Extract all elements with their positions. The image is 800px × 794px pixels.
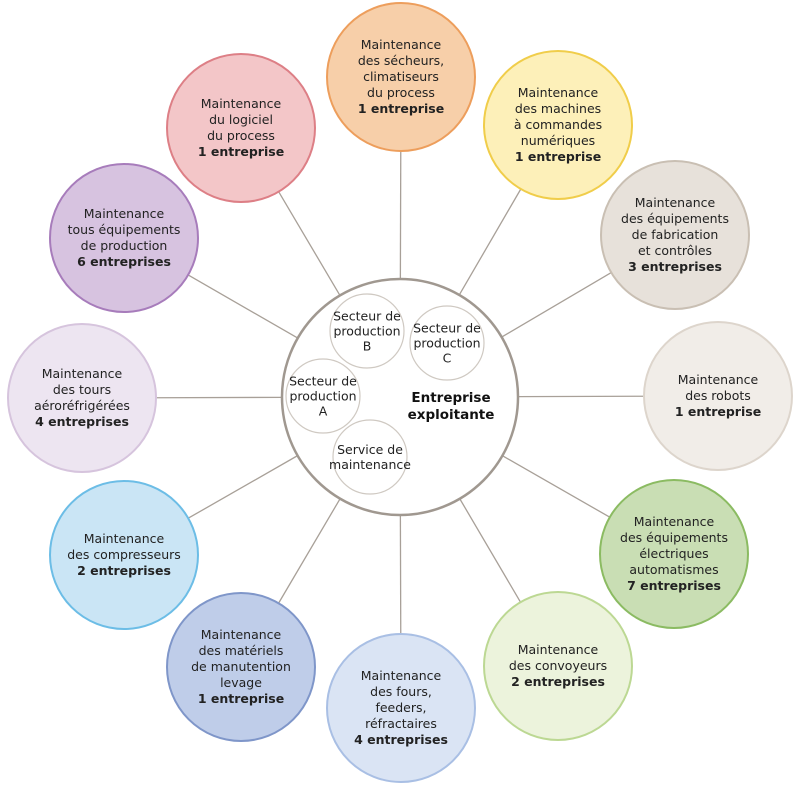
node-text: Maintenance des matériels de manutention… (191, 627, 291, 690)
sub-label-service-maintenance: Service de maintenance (329, 442, 411, 472)
node-circle-convoyeurs (483, 591, 633, 741)
node-label-equipements-electriques: Maintenance des équipements électriques … (607, 514, 741, 594)
node-label-manutention: Maintenance des matériels de manutention… (174, 627, 308, 707)
spoke-convoyeurs (459, 498, 522, 603)
sub-circle-service-maintenance (332, 419, 408, 495)
spoke-equipements-fabrication (501, 271, 612, 338)
node-text: Maintenance des tours aéroréfrigérées (34, 366, 130, 413)
node-label-tous-equipements: Maintenance tous équipements de producti… (57, 206, 191, 270)
node-label-fours: Maintenance des fours, feeders, réfracta… (334, 668, 468, 748)
node-circle-manutention (166, 592, 316, 742)
node-circle-equipements-fabrication (600, 160, 750, 310)
node-count: 3 entreprises (628, 259, 722, 274)
sub-circle-secteur-c (409, 305, 485, 381)
node-circle-machines-cn (483, 50, 633, 200)
node-text: Maintenance des sécheurs, climatiseurs d… (357, 37, 445, 100)
node-count: 6 entreprises (77, 254, 171, 269)
node-circle-tours (7, 323, 157, 473)
node-circle-tous-equipements (49, 163, 199, 313)
node-count: 4 entreprises (354, 732, 448, 747)
node-text: Maintenance des compresseurs (67, 531, 181, 562)
node-text: Maintenance des fours, feeders, réfracta… (360, 668, 442, 731)
spoke-logiciel (278, 191, 341, 296)
node-circle-compresseurs (49, 480, 199, 630)
spoke-compresseurs (187, 455, 298, 519)
node-label-machines-cn: Maintenance des machines à commandes num… (491, 85, 625, 165)
node-label-secheurs: Maintenance des sécheurs, climatiseurs d… (334, 37, 468, 117)
sub-label-secteur-a: Secteur de production A (289, 373, 357, 419)
spoke-tous-equipements (187, 274, 299, 339)
node-circle-logiciel (166, 53, 316, 203)
node-text: Maintenance des convoyeurs (508, 642, 608, 673)
node-text: Maintenance des équipements électriques … (620, 514, 728, 577)
center-label: Entreprise exploitante (407, 390, 495, 423)
node-circle-fours (326, 633, 476, 783)
node-count: 7 entreprises (627, 578, 721, 593)
node-text: Maintenance des robots (677, 372, 759, 403)
node-count: 2 entreprises (511, 674, 605, 689)
sub-label-secteur-b: Secteur de production B (333, 308, 401, 354)
node-count: 1 entreprise (357, 101, 445, 116)
spoke-machines-cn (458, 188, 522, 296)
node-text: Maintenance des machines à commandes num… (513, 85, 603, 148)
sub-label-secteur-c: Secteur de production C (413, 320, 481, 366)
node-count: 4 entreprises (35, 414, 129, 429)
node-circle-equipements-electriques (599, 479, 749, 629)
node-circle-secheurs (326, 2, 476, 152)
node-count: 1 entreprise (514, 149, 602, 164)
node-circle-robots (643, 321, 793, 471)
node-count: 1 entreprise (197, 144, 285, 159)
node-text: Maintenance des équipements de fabricati… (621, 195, 729, 258)
node-count: 1 entreprise (674, 404, 762, 419)
sub-circle-secteur-b (329, 293, 405, 369)
spoke-equipements-electriques (502, 455, 611, 518)
node-text: Maintenance du logiciel du process (200, 96, 282, 143)
node-count: 1 entreprise (197, 691, 285, 706)
node-count: 2 entreprises (77, 563, 171, 578)
spoke-manutention (277, 498, 341, 604)
node-label-equipements-fabrication: Maintenance des équipements de fabricati… (608, 195, 742, 275)
sub-circle-secteur-a (285, 358, 361, 434)
node-text: Maintenance tous équipements de producti… (67, 206, 181, 253)
